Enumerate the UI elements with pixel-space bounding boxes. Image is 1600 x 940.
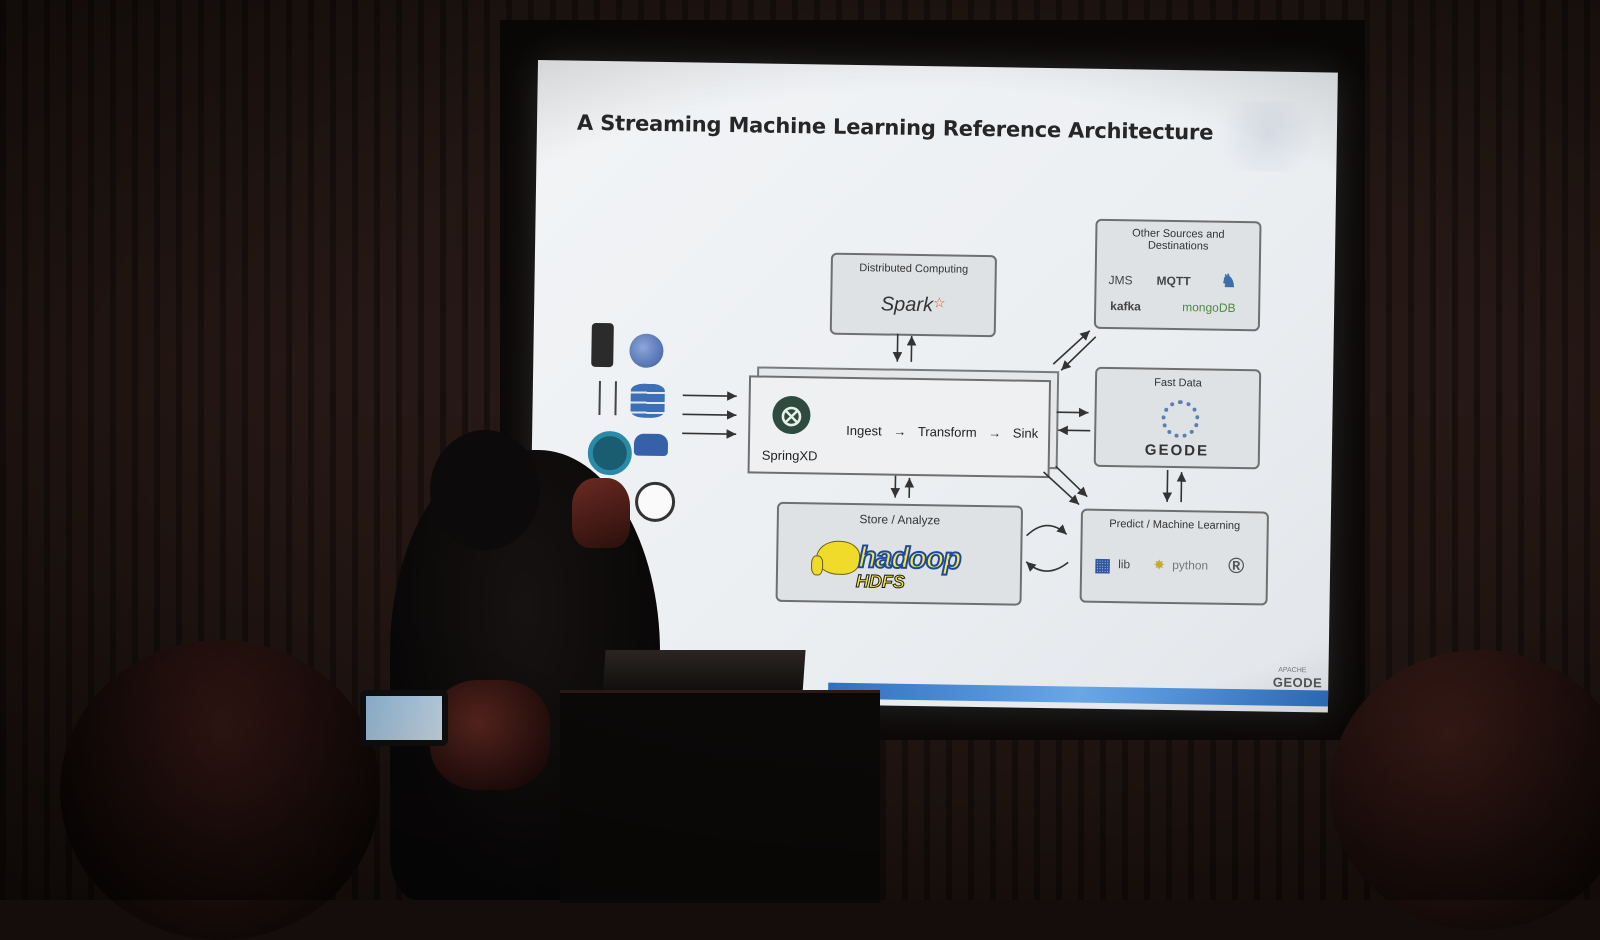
source-arrow (682, 433, 736, 434)
audience-hand (430, 680, 550, 790)
audience-phone-screen (366, 696, 442, 740)
audience-phone (360, 690, 448, 746)
predict-arrow (1043, 472, 1079, 505)
fastdata-in-arrow (1057, 412, 1089, 413)
audience-head-left (60, 640, 380, 940)
predict-arrow (1055, 466, 1087, 496)
geode-down-arrow (1167, 470, 1168, 502)
presenter-hand (572, 478, 630, 548)
presenter-head (430, 430, 540, 550)
footer-geode-logo: GEODE (1273, 675, 1323, 691)
podium (560, 690, 880, 903)
source-arrow (682, 414, 736, 415)
laptop (602, 650, 805, 695)
fastdata-out-arrow (1058, 430, 1090, 431)
footer-apache-label: APACHE (1278, 667, 1306, 674)
cycle-arrow-bottom (1026, 562, 1068, 572)
source-arrow (683, 395, 737, 396)
cycle-arrow-top (1027, 525, 1067, 536)
